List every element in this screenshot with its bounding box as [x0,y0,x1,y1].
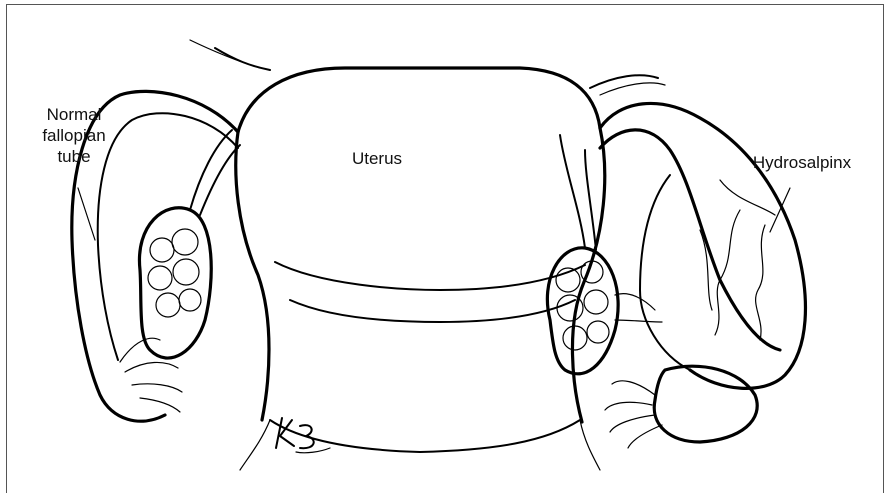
hydrosalpinx-label: Hydrosalpinx [742,152,862,173]
uterus-label: Uterus [334,148,420,169]
hydrosalpinx-leader-line [770,188,790,232]
left-ovary-drawing [139,130,240,358]
uterus-drawing [236,68,605,470]
normal-tube-label-line2: fallopian [26,125,122,146]
normal-tube-label-line1: Normal [26,104,122,125]
normal-tube-leader-line [78,188,95,240]
hydrosalpinx-drawing [590,75,805,448]
normal-fallopian-tube-drawing [72,40,270,421]
normal-tube-label-line3: tube [26,146,122,167]
normal-fallopian-tube-label: Normal fallopian tube [26,104,122,167]
